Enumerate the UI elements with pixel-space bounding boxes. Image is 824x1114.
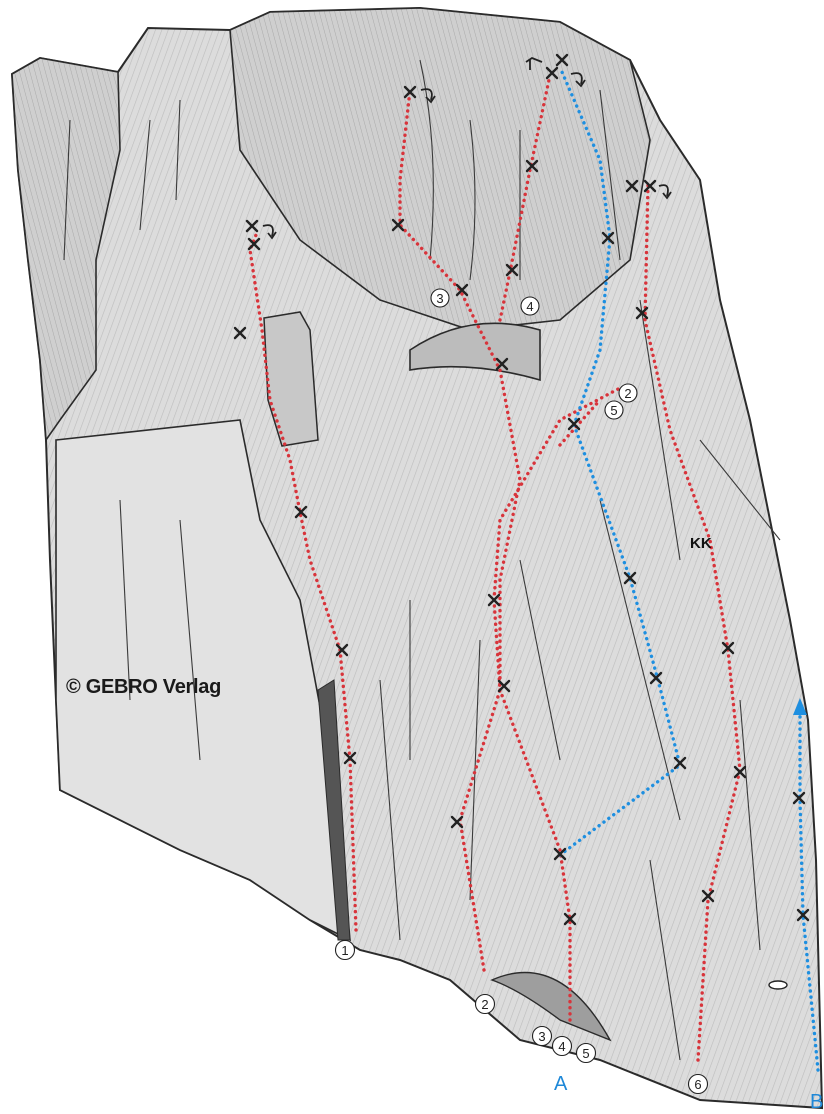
copyright-notice: © GEBRO Verlag <box>66 676 221 699</box>
route-6-start-label: 6 <box>689 1075 708 1094</box>
route-4-mid-label: 4 <box>521 297 539 315</box>
svg-text:2: 2 <box>481 997 488 1012</box>
route-1-start-label: 1 <box>336 941 355 960</box>
route-b-label: B <box>810 1091 823 1113</box>
svg-text:6: 6 <box>694 1077 701 1092</box>
route-4-start-label: 4 <box>553 1037 572 1056</box>
marker-kk: KK <box>690 535 712 552</box>
svg-text:4: 4 <box>558 1039 565 1054</box>
route-2-start-label: 2 <box>476 995 495 1014</box>
route-3-mid-label: 3 <box>431 289 449 307</box>
svg-text:3: 3 <box>436 291 443 306</box>
route-5-mid-label: 5 <box>605 401 623 419</box>
route-a-label: A <box>554 1073 568 1095</box>
route-5-start-label: 5 <box>577 1044 596 1063</box>
svg-text:5: 5 <box>582 1046 589 1061</box>
svg-text:5: 5 <box>610 403 617 418</box>
svg-text:3: 3 <box>538 1029 545 1044</box>
rock-outline <box>12 8 822 1108</box>
route-2-mid-label: 2 <box>619 384 637 402</box>
route-3-start-label: 3 <box>533 1027 552 1046</box>
svg-text:2: 2 <box>624 386 631 401</box>
hole-symbol-icon <box>769 981 787 989</box>
svg-text:1: 1 <box>341 943 348 958</box>
svg-text:4: 4 <box>526 299 533 314</box>
